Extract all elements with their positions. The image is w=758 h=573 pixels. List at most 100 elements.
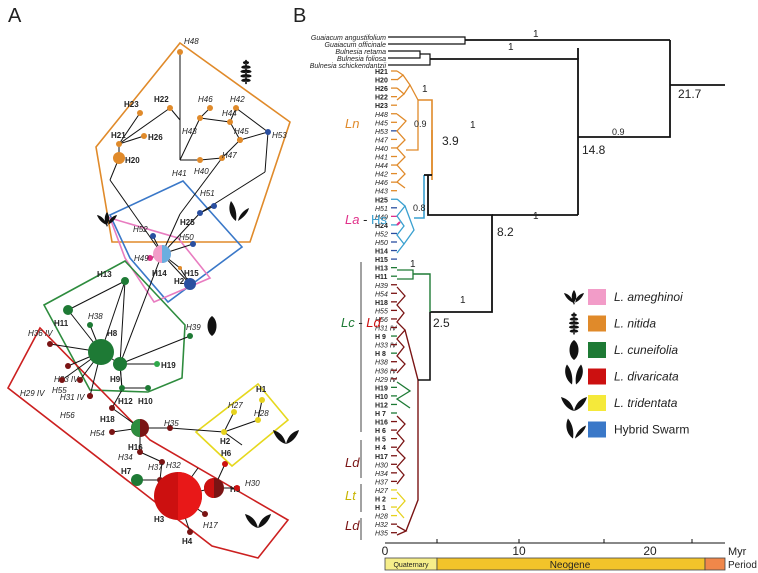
haplotype-node: H15 [184,269,199,290]
support-value: 0.9 [612,127,625,137]
outgroup-label: Bulnesia foliosa [337,56,386,63]
haplotype-node-marker [231,409,237,415]
haplotype-node-label: H36 IV [28,329,53,338]
tree-tip-label: H27 [375,488,389,495]
leaf-hybrid-icon [229,201,249,221]
tree-branch [388,36,466,45]
tree-branch [403,205,415,245]
haplotype-node-marker [116,141,122,147]
haplotype-node: H46 [198,95,213,111]
legend-item: Hybrid Swarm [566,418,689,439]
outgroup-label: Bulnesia schickendantzii [310,63,387,70]
tree-branch [396,221,401,226]
haplotype-node-label: H24 [174,277,189,286]
legend-swatch [588,289,606,305]
support-value: 1 [508,42,514,53]
tree-tip-label: H15 [375,257,388,264]
tree-branch [427,175,493,313]
haplotype-node: H36 IV [28,329,53,347]
time-axis: 0 10 20 Myr [382,539,747,558]
node-age: 21.7 [678,87,702,101]
haplotype-node: H41 [172,157,203,178]
tree-tip-label: H45 [375,120,388,127]
haplotype-node: H4 [182,529,193,546]
haplotype-node-marker [227,119,233,125]
haplotype-node-marker [222,461,228,467]
tree-branch [396,70,405,81]
haplotype-node: H11 [54,305,73,328]
haplotype-node: H35 [164,419,179,431]
tree-tip-label: H19 [375,385,388,392]
legend-item: L. cuneifolia [569,340,678,360]
support-value: 1 [460,295,466,306]
support-value: 0.9 [414,119,427,129]
haplotype-node-marker [187,529,193,535]
haplotype-node-marker [234,485,240,491]
leaf-divaricata-icon [245,514,271,528]
haplotype-node-label: H48 [184,37,199,46]
haplotype-node-marker [47,341,53,347]
tree-tip-label: H 8 [375,351,386,358]
haplotype-node-marker [147,255,153,261]
tree-branch [578,40,671,138]
svg-text:Ld: Ld [345,518,360,533]
period-neogene: Neogene [550,560,591,571]
tree-tip-label: H41 [375,155,388,162]
haplotype-node-label: H1 [256,385,267,394]
haplotype-node-marker [197,115,203,121]
tree-tip-label: H31 IV [375,326,398,333]
tree-tip-label: H 7 [375,411,386,418]
tree-tip-label: H47 [375,137,389,144]
haplotype-node-label: H51 [200,189,215,198]
legend-label: L. divaricata [614,370,679,384]
tree-tip-label: H21 [375,69,388,76]
tree-tip-label: H50 [375,240,388,247]
tree-branch [396,87,405,101]
tree-branch [413,273,431,312]
haplotype-node-marker [204,478,214,498]
leaf-ameghinoi-icon [564,290,584,305]
haplotype-node-label: H8 [107,329,118,338]
haplotype-node: H25 [180,210,203,227]
haplotype-node-label: H29 IV [20,389,45,398]
haplotype-node-marker [265,129,271,135]
tree-branch [388,53,431,66]
tree-tip-label: H42 [375,172,388,179]
tree-tip-label: H 6 [375,428,386,435]
haplotype-node-marker [87,322,93,328]
lc-region-outline [42,260,186,393]
node-age: 2.5 [433,316,450,330]
tree-tip-label: H51 [375,206,388,213]
axis-unit: Myr [728,546,747,558]
haplotype-node-marker [141,133,147,139]
haplotype-node-marker [109,405,115,411]
haplotype-node-marker [109,429,115,435]
haplotype-node-label: H55 [52,386,67,395]
haplotype-node-marker [119,385,125,391]
haplotype-node-marker [178,472,202,520]
haplotype-node-label: H46 [198,95,213,104]
tree-branch [396,113,407,189]
tree-branch [404,329,419,532]
haplotype-node: H39 [186,323,201,339]
tree-branch [397,269,414,280]
haplotype-node: H19 [154,361,176,370]
haplotype-node-marker [159,459,165,465]
legend-swatch [588,395,606,411]
tree-branch [418,312,431,381]
ld-region-outline [6,326,290,559]
haplotype-node-label: H45 [234,127,249,136]
node-age: 3.9 [442,134,459,148]
tree-branch [406,84,419,151]
haplotype-node-marker [162,245,171,263]
tree-tip-label: H53 [375,129,388,136]
haplotype-node: H34 [118,449,143,462]
tree-tip-label: H28 [375,514,388,521]
haplotype-node: H54 [90,429,115,438]
haplotype-node-label: H9 [110,375,121,384]
tree-tip-label: H22 [375,95,388,102]
tree-tip-label: H55 [375,308,388,315]
haplotype-node: H6 [221,449,232,467]
